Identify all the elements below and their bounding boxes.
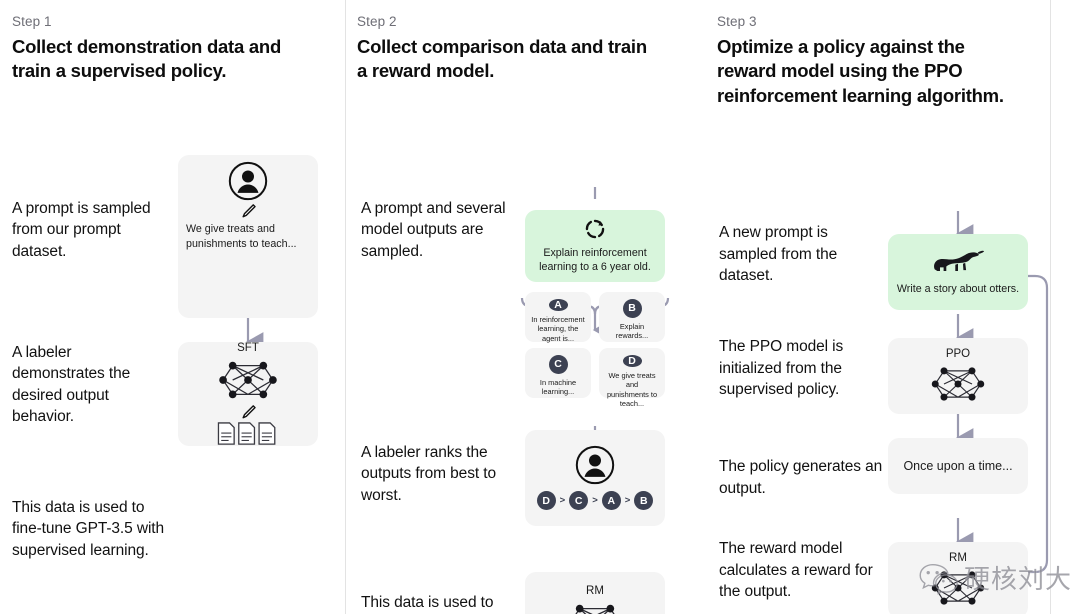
rank-badge-3: A [601,491,621,511]
step-1-labeler-text: We give treats and punishments to teach.… [186,223,297,250]
output-badge-a: A [548,298,568,311]
step-3-prompt-text: Write a story about otters. [896,282,1020,295]
step-1-desc-2: A labeler demonstrates the desired outpu… [12,343,131,425]
rank-separator-1: > [559,495,566,507]
step-2-output-card-c: C In machine learning... [525,347,591,398]
wechat-icon [918,562,958,595]
neural-network-icon [219,357,277,403]
step-3-label: Step 3 [717,14,757,29]
step-1-desc-3: This data is used to fine-tune GPT-3.5 w… [12,498,165,559]
step-3-ppo-title: PPO [945,347,971,360]
step-2-ranking-row: D > C > A > B [536,491,654,511]
step-3-body: A new prompt is sampled from the dataset… [705,126,1080,614]
dashed-circle-icon [584,218,606,240]
step-1-sft-title: SFT [237,341,259,354]
step-1-sft-node: SFT [178,341,318,446]
step-3-prompt-node: Write a story about otters. [888,234,1028,311]
step-3-output-node: Once upon a time... [888,438,1028,495]
step-3-ppo-node: PPO [888,338,1028,415]
documents-icon [217,422,279,446]
step-2-column: Step 2 Collect comparison data and train… [345,0,1051,614]
step-3-rm-node: RM [888,542,1028,614]
step-1-labeler-card: We give treats and punishments to teach.… [178,155,318,257]
rank-separator-3: > [624,495,631,507]
column-divider-1 [345,0,346,614]
output-text-d: We give treats and punishments to teach.… [606,370,658,409]
neural-network-icon [931,567,985,609]
step-3-desc-4b: The reward model calculates a reward for… [719,540,873,600]
step-2-output-card-b: B Explain rewards... [599,291,665,342]
output-text-c: In machine learning... [539,377,577,397]
step-2-title: Collect comparison data and train a rewa… [357,36,647,82]
step-3-desc-2: The PPO model is initialized from the su… [719,338,844,398]
step-3-title: Optimize a policy against the reward mod… [717,36,1004,106]
step-2-prompt-node: Explain reinforcement learning to a 6 ye… [525,209,665,282]
output-badge-d: D [622,354,642,367]
step-2-body: A prompt and several model outputs are s… [345,102,705,614]
output-badge-b: B [622,298,642,318]
person-circle-icon [228,161,268,201]
watermark-text: 硬核刘大 [963,565,1072,595]
neural-network-icon [566,600,624,614]
step-3-output-text: Once upon a time... [903,459,1013,474]
step-3-rm-title: RM [949,551,967,564]
step-2-desc-2: A labeler ranks the outputs from best to… [361,443,496,504]
step-3-column: Step 3 Optimize a policy against the rew… [705,0,1080,614]
step-2-rm-node: RM [525,571,665,614]
column-divider-2 [1050,0,1051,614]
step-3-desc-3: The policy generates an output. [719,458,883,497]
step-1-label: Step 1 [12,14,52,29]
output-text-b: Explain rewards... [615,321,649,341]
wechat-watermark: 硬核刘大 [918,559,1072,596]
step-2-label: Step 2 [357,14,397,29]
output-text-a: In reinforcement learning, the agent is.… [531,314,585,343]
step-1-column: Step 1 Collect demonstration data and tr… [0,0,346,614]
step-2-prompt-text: Explain reinforcement learning to a 6 ye… [539,246,651,273]
output-badge-c: C [548,354,568,374]
step-2-desc-1: A prompt and several model outputs are s… [361,199,506,260]
rank-badge-1: D [536,491,556,511]
step-2-rm-title: RM [586,584,604,597]
step-2-output-card-d: D We give treats and punishments to teac… [599,347,665,408]
pencil-icon [240,204,256,218]
pencil-icon [240,404,256,419]
step-2-output-card-a: A In reinforcement learning, the agent i… [525,291,591,343]
otter-icon [931,249,985,275]
rank-badge-2: C [569,491,589,511]
neural-network-icon [931,363,985,405]
step-1-desc-1: A prompt is sampled from our prompt data… [12,199,151,260]
step-2-desc-3: This data is used to train our reward mo… [361,593,494,611]
rank-badge-4: B [634,491,654,511]
rank-separator-2: > [592,495,598,507]
person-circle-icon [575,445,615,485]
step-3-desc-1: A new prompt is sampled from the dataset… [719,224,838,284]
step-1-title: Collect demonstration data and train a s… [12,36,282,82]
step-2-ranker-node: D > C > A > B [525,429,665,526]
